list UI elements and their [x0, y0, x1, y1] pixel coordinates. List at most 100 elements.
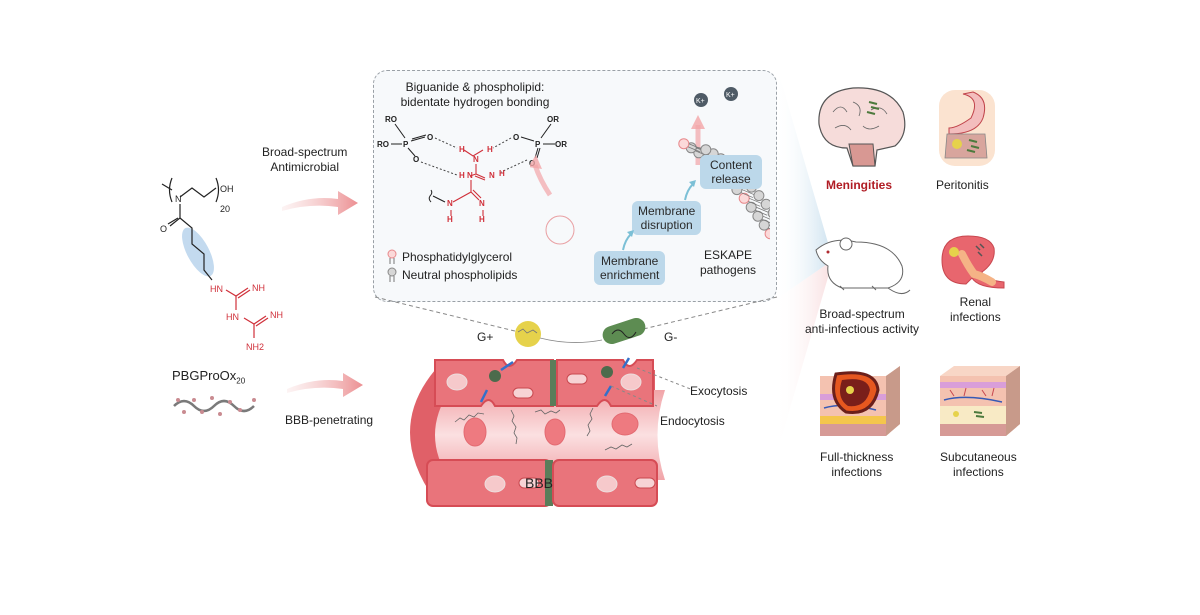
full-thickness-skin-illustration — [816, 360, 906, 445]
step-2-line1: Membrane — [638, 204, 696, 218]
o-left-1: O — [427, 133, 433, 142]
p-right: P — [535, 140, 541, 149]
polymer-chain-icon — [170, 392, 260, 425]
svg-text:N: N — [473, 155, 479, 164]
gram-negative-label: G- — [664, 330, 678, 344]
step-2-line2: disruption — [640, 218, 693, 232]
atom-o: O — [160, 224, 167, 234]
atom-hn-1: HN — [210, 284, 223, 294]
pg-lipid-head — [738, 192, 750, 204]
svg-text:H: H — [447, 215, 453, 224]
kidney-illustration — [938, 232, 1008, 297]
projection-beam — [775, 60, 835, 465]
lipid-tail — [755, 206, 769, 216]
antimicrobial-arrow — [280, 185, 360, 226]
ro-1: RO — [385, 115, 397, 124]
subcutaneous-skin-illustration — [936, 360, 1026, 445]
renal-label-line2: infections — [950, 310, 1001, 324]
subcutaneous-label: Subcutaneous infections — [940, 450, 1017, 480]
or-2: OR — [555, 140, 567, 149]
peritonitis-label: Peritonitis — [936, 178, 989, 192]
atom-nh2: NH2 — [246, 342, 264, 352]
repeat-subscript: 20 — [220, 204, 230, 214]
legend-phosphatidylglycerol: Phosphatidylglycerol — [386, 249, 512, 265]
neutral-lipid-head — [753, 190, 765, 202]
endocytosis-label: Endocytosis — [660, 414, 725, 428]
atom-n: N — [175, 194, 182, 204]
bracket-right — [215, 177, 220, 203]
polymer-structure: N OH 20 O HN NH HN NH NH2 — [150, 170, 300, 370]
eskape-line2: pathogens — [700, 263, 757, 277]
renal-label-line1: Renal — [959, 295, 992, 309]
eskape-line1: ESKAPE — [704, 248, 753, 262]
mechanism-title-line1: Biguanide & phospholipid: — [405, 80, 545, 94]
eskape-pathogens-label: ESKAPE pathogens — [700, 248, 756, 278]
atom-nh-2: NH — [270, 310, 283, 320]
renal-label: Renal infections — [950, 295, 1001, 325]
zoom-guide-lines — [373, 295, 783, 345]
bbb-label: BBB — [525, 475, 554, 491]
subcutaneous-label-line2: infections — [953, 465, 1004, 479]
svg-text:H: H — [459, 171, 465, 180]
gram-positive-label: G+ — [477, 330, 494, 344]
linker-highlight — [182, 227, 214, 277]
end-group: OH — [220, 184, 234, 194]
exocytosis-label: Exocytosis — [690, 384, 748, 398]
neutral-lipid-head — [767, 207, 779, 219]
svg-text:H: H — [499, 169, 505, 178]
mouse-label-line2: anti-infectious activity — [805, 322, 920, 336]
step-1-line1: Membrane — [601, 254, 659, 268]
antimicrobial-label-line2: Antimicrobial — [270, 160, 340, 174]
step-content-release: Content release — [700, 155, 763, 189]
svg-text:H: H — [459, 145, 465, 154]
full-thickness-label-line2: infections — [831, 465, 883, 479]
atom-nh-1: NH — [252, 283, 265, 293]
lipid-tail — [740, 189, 755, 198]
antimicrobial-label-line1: Broad-spectrum — [262, 145, 348, 159]
step-1-line2: enrichment — [600, 268, 660, 282]
full-thickness-label-line1: Full-thickness — [820, 450, 894, 464]
polymer-name-subscript: 20 — [236, 376, 246, 386]
o-left-2: O — [413, 155, 419, 164]
legend-neutral-label: Neutral phospholipids — [402, 267, 518, 282]
ro-2: RO — [377, 140, 389, 149]
o-right-1: O — [513, 133, 519, 142]
bracket-left — [168, 177, 173, 203]
neutral-lipid-head — [760, 198, 772, 210]
full-thickness-label: Full-thickness infections — [820, 450, 893, 480]
step-arrows — [615, 170, 705, 260]
step-3-line1: Content — [710, 158, 753, 172]
meningitis-label: Meningities — [826, 178, 893, 192]
atom-hn-2: HN — [226, 312, 239, 322]
gram-positive-bacterium — [512, 318, 632, 363]
bbb-arrow — [285, 367, 365, 408]
step-3-line2: release — [711, 172, 751, 186]
pg-lipid-icon — [387, 249, 397, 264]
p-left: P — [403, 140, 409, 149]
svg-text:H: H — [479, 215, 485, 224]
svg-text:N: N — [447, 199, 453, 208]
bbb-penetrating-label: BBB-penetrating — [285, 413, 374, 427]
svg-text:H: H — [487, 145, 493, 154]
gram-negative-bacterium — [600, 317, 650, 353]
ion-label-1: K+ — [696, 98, 705, 105]
pg-lipid-head — [678, 138, 690, 150]
mechanism-title-line2: bidentate hydrogen bonding — [400, 95, 550, 109]
svg-text:N: N — [479, 199, 485, 208]
antimicrobial-label: Broad-spectrum Antimicrobial — [262, 145, 347, 175]
subcutaneous-label-line1: Subcutaneous — [940, 450, 1017, 464]
mouse-label: Broad-spectrum anti-infectious activity — [805, 307, 919, 337]
neutral-lipid-head — [700, 144, 712, 156]
potassium-ion: K+ — [724, 87, 738, 101]
potassium-ion: K+ — [694, 93, 708, 107]
lipid-tail — [748, 197, 762, 207]
legend-pg-label: Phosphatidylglycerol — [402, 249, 513, 264]
svg-text:N: N — [489, 171, 495, 180]
mechanism-title: Biguanide & phospholipid: bidentate hydr… — [390, 80, 560, 110]
lipid-tail — [687, 143, 701, 153]
polymer-structure-svg: N OH 20 O HN NH HN NH NH2 — [160, 177, 283, 352]
neutral-lipid-icon — [387, 267, 397, 282]
step-membrane-enrichment: Membrane enrichment — [594, 251, 666, 285]
polymer-name: PBGProOx20 — [172, 368, 245, 389]
or-1: OR — [547, 115, 559, 124]
